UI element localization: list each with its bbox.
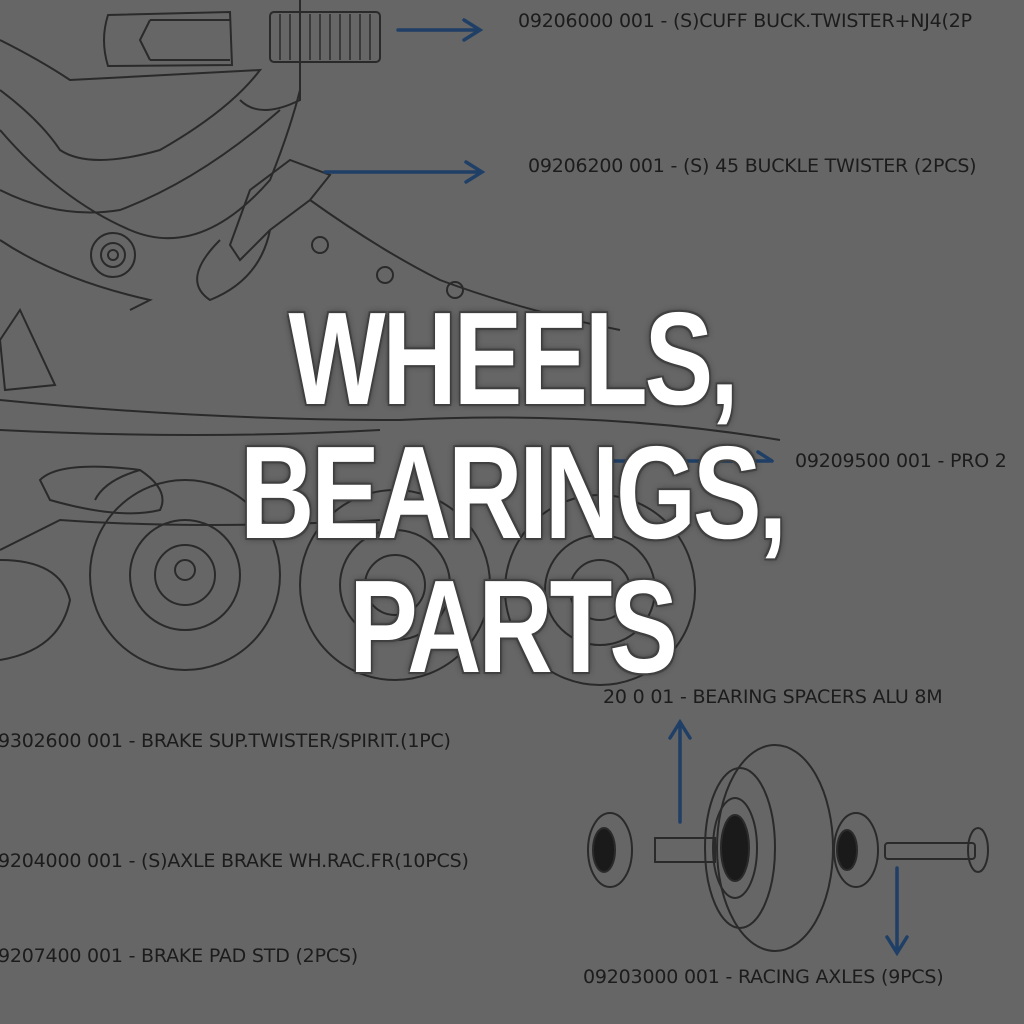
part-label-brake-support: 9302600 001 - BRAKE SUP.TWISTER/SPIRIT.(… [0,730,451,752]
part-label-cuff-buckle: 09206000 001 - (S)CUFF BUCK.TWISTER+NJ4(… [518,10,972,32]
part-label-axle-brake: 9204000 001 - (S)AXLE BRAKE WH.RAC.FR(10… [0,850,469,872]
headline-line-wheels: WHEELS, [288,285,738,432]
arrow-right-icon [323,160,486,184]
arrow-right-icon [396,18,484,42]
part-label-bearing-spacers: 20 0 01 - BEARING SPACERS ALU 8M [603,686,943,708]
headline-line-parts: PARTS [349,553,678,700]
arrow-up-icon [668,718,692,824]
exploded-wheel-assembly-drawing [587,744,989,952]
part-label-buckle-45: 09206200 001 - (S) 45 BUCKLE TWISTER (2P… [528,155,977,177]
part-label-racing-axles: 09203000 001 - RACING AXLES (9PCS) [583,966,944,988]
part-label-pro-frame: 09209500 001 - PRO 2 [795,450,1007,472]
boot-outline-drawing [0,0,781,551]
headline-line-bearings: BEARINGS, [239,419,787,566]
wheel-drawings [0,479,696,686]
arrow-right-icon [598,450,774,463]
cuff-buckle-drawing [103,10,381,68]
category-headline: WHEELS, BEARINGS, PARTS [0,292,1024,694]
callout-arrows [323,18,909,957]
arrow-down-icon [885,866,909,957]
part-label-brake-pad: 9207400 001 - BRAKE PAD STD (2PCS) [0,945,358,967]
